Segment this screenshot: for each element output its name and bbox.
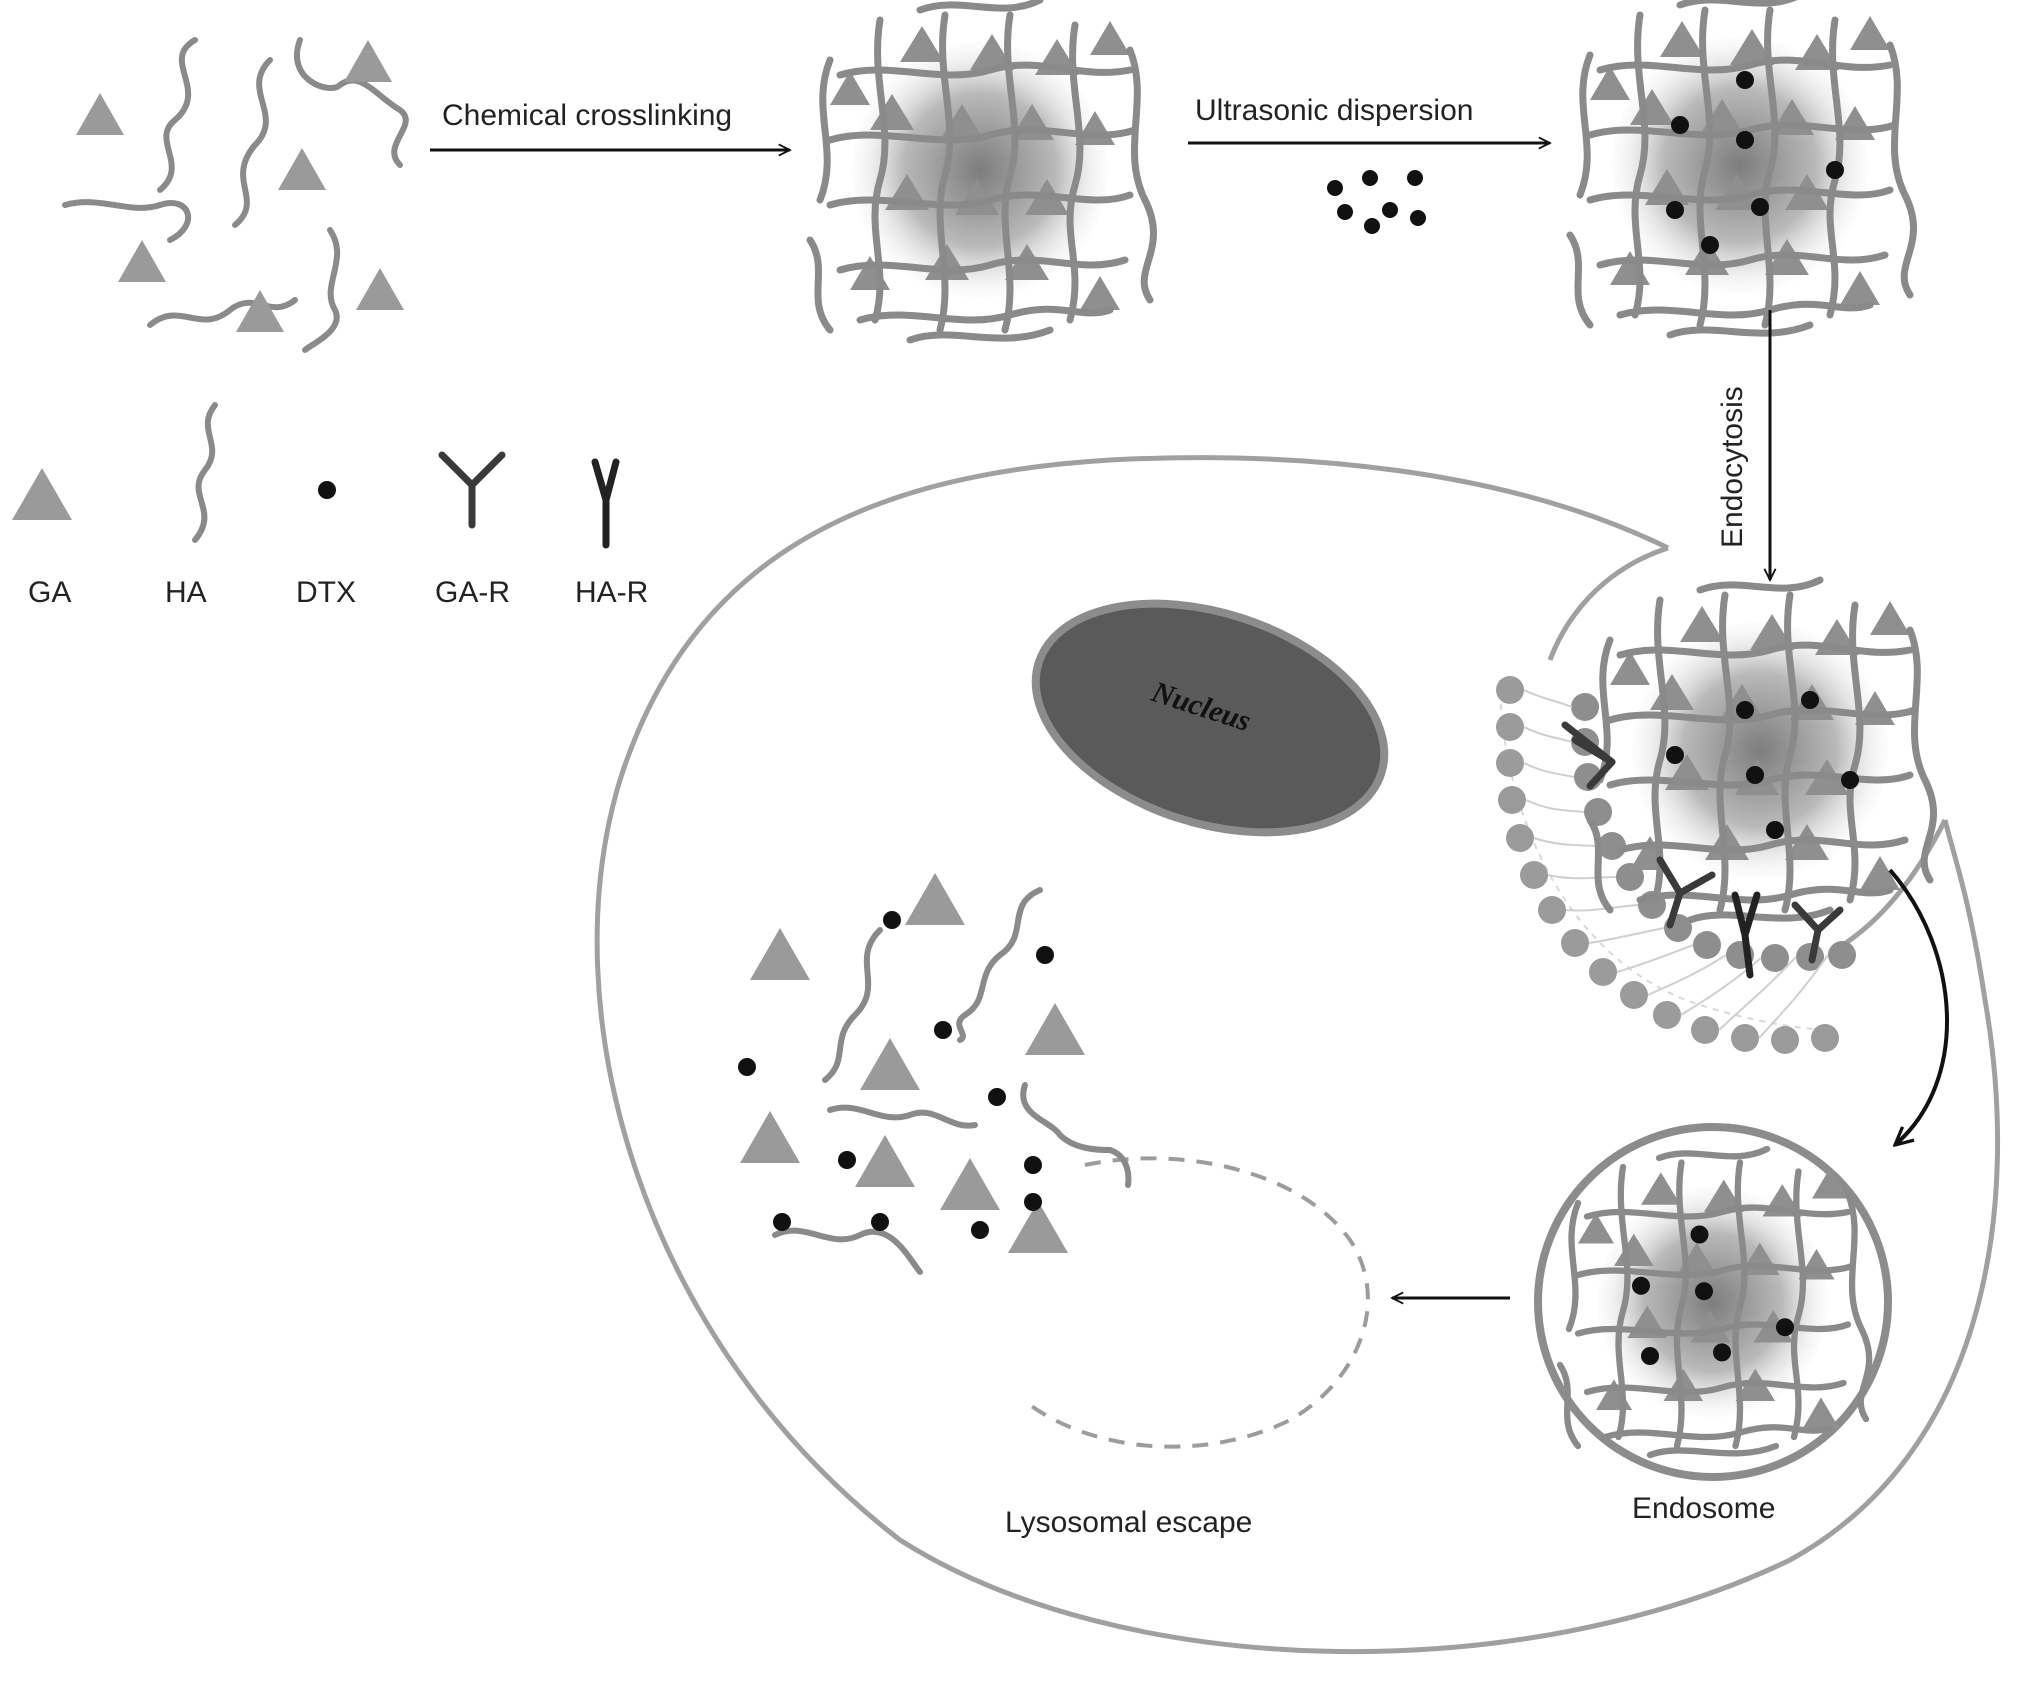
svg-text:HA-R: HA-R bbox=[575, 576, 648, 609]
free-ga-triangles bbox=[76, 40, 404, 332]
released-ha-chains bbox=[772, 887, 1132, 1275]
legend-item-ha: HA bbox=[165, 402, 218, 609]
endocytic-pit-lower bbox=[1833, 818, 1948, 953]
ha-receptor bbox=[1731, 891, 1761, 979]
cell-membrane bbox=[594, 455, 2001, 1655]
ga-receptor bbox=[1656, 856, 1716, 929]
svg-text:GA: GA bbox=[28, 576, 71, 609]
nanogel-drug-loaded bbox=[1570, 0, 1914, 335]
free-ha-chains bbox=[62, 37, 409, 353]
label-lysosomal-escape: Lysosomal escape bbox=[1005, 1506, 1252, 1539]
ruptured-lysosome bbox=[1028, 1156, 1370, 1449]
arrow-to-endosome bbox=[1888, 868, 1950, 1145]
svg-text:HA: HA bbox=[165, 576, 207, 609]
legend-item-dtx: DTX bbox=[296, 481, 356, 609]
label-ultrasonic-dispersion: Ultrasonic dispersion bbox=[1195, 94, 1473, 127]
legend-item-ga: GA bbox=[12, 468, 72, 609]
receptors bbox=[1561, 721, 1844, 979]
svg-text:DTX: DTX bbox=[296, 576, 356, 609]
ga-receptor bbox=[1791, 901, 1844, 964]
nucleus: Nucleus bbox=[1031, 599, 1389, 837]
endocytic-pit-inner bbox=[1547, 545, 1669, 661]
nanogel-empty bbox=[810, 0, 1154, 340]
label-endosome: Endosome bbox=[1632, 1492, 1775, 1525]
label-chemical-crosslinking: Chemical crosslinking bbox=[442, 99, 732, 132]
legend-item-ga-r: GA-R bbox=[435, 451, 510, 609]
dtx-drug-cluster bbox=[1327, 170, 1426, 234]
released-dtx-drugs bbox=[738, 911, 1054, 1239]
svg-text:GA-R: GA-R bbox=[435, 576, 510, 609]
nanogel-receptor-binding bbox=[1590, 580, 1934, 920]
legend: GA HA DTX GA-R HA-R bbox=[12, 402, 648, 609]
label-endocytosis: Endocytosis bbox=[1716, 386, 1749, 548]
legend-item-ha-r: HA-R bbox=[575, 458, 648, 609]
ga-receptor bbox=[1561, 721, 1616, 766]
endosome: Endosome bbox=[1534, 1123, 1892, 1525]
